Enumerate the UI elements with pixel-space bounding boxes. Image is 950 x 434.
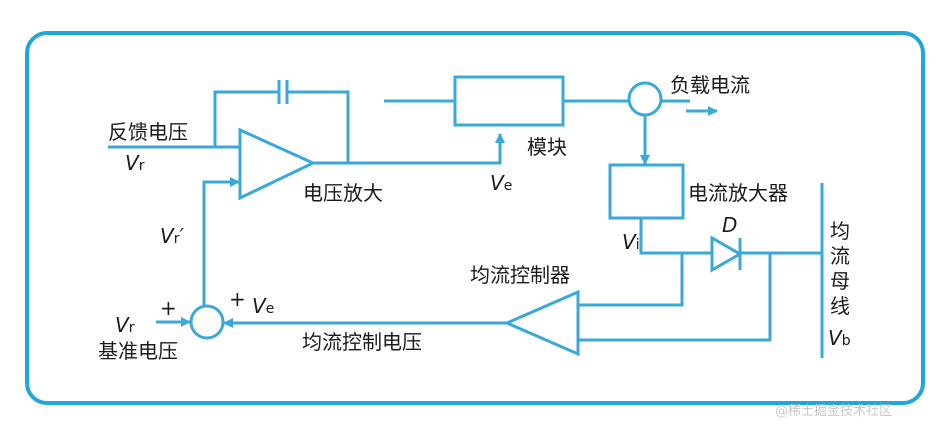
capacitor-feedback-wire (213, 90, 278, 147)
reference-voltage-label: 基准电压 (98, 339, 178, 363)
diode-symbol (710, 235, 744, 273)
ve-sum-label: Ve (252, 294, 274, 318)
diode-label: D (722, 213, 737, 237)
feedback-voltage-label: 反馈电压 (108, 120, 188, 144)
plus-right-label: + (229, 287, 246, 311)
load-current-label: 负载电流 (670, 73, 750, 97)
bus-char-4: 线 (830, 294, 850, 318)
sharing-controller-amp (503, 289, 580, 357)
controller-input-vi (578, 253, 684, 307)
voltage-amplifier (238, 127, 317, 201)
vi-label: Vi (622, 230, 640, 254)
vr-prime-wire (202, 177, 240, 306)
vi-wire (639, 218, 712, 255)
watermark: @稀土掘金技术社区 (775, 403, 892, 419)
controller-input-vb (578, 253, 772, 342)
module-block (453, 75, 565, 127)
sharing-control-voltage-label: 均流控制电压 (302, 330, 422, 354)
ve-amp-label: Ve (490, 171, 512, 195)
vb-label: Vb (828, 326, 851, 350)
diagram-frame (25, 31, 925, 405)
current-amplifier-block (608, 163, 685, 220)
plus-left-label: + (160, 296, 177, 320)
sharing-controller-label: 均流控制器 (470, 263, 570, 287)
ve-control-wire (313, 133, 505, 165)
vr-feedback-label: Vr (125, 151, 145, 175)
current-amp-label: 电流放大器 (688, 181, 788, 205)
bus-char-2: 流 (830, 244, 850, 268)
bus-char-1: 均 (830, 219, 850, 243)
capacitor-output-wire (288, 90, 350, 163)
voltage-amp-label: 电压放大 (303, 181, 383, 205)
module-label: 模块 (527, 135, 567, 159)
vr-ref-label: Vr (115, 313, 135, 337)
vr-prime-label: Vr′ (160, 224, 184, 248)
bus-char-3: 母 (830, 269, 850, 293)
summing-junction (189, 304, 225, 340)
current-sensor (627, 81, 663, 117)
